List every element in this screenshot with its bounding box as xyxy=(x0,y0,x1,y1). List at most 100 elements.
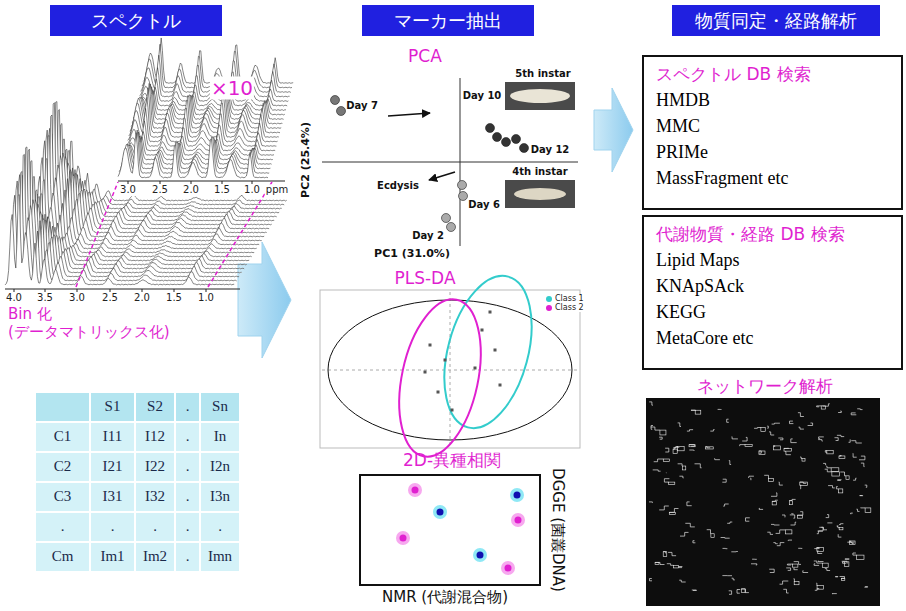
network-node xyxy=(785,530,792,534)
network-edge xyxy=(739,445,745,446)
larva-photo xyxy=(505,82,575,110)
network-node xyxy=(839,528,843,530)
network-edge xyxy=(752,559,757,560)
network-edge xyxy=(767,426,768,428)
class-ellipse xyxy=(429,266,547,437)
header-text: マーカー抽出 xyxy=(394,9,502,33)
network-node xyxy=(832,472,840,476)
network-edge xyxy=(818,527,823,531)
larva xyxy=(514,188,566,200)
grid-line xyxy=(322,370,578,371)
network-node xyxy=(817,548,824,552)
correlation-dot-core xyxy=(400,535,407,542)
network-edge xyxy=(836,487,838,489)
legend-row: Class 1 xyxy=(546,294,584,303)
network-edge xyxy=(710,430,714,432)
section-label: 2D-異種相関 xyxy=(403,451,501,471)
table-cell: Imn xyxy=(208,548,232,565)
network-bg xyxy=(646,398,880,606)
table-cell-bg xyxy=(175,422,200,452)
sample-point xyxy=(444,359,447,362)
database-name: Lipid Maps xyxy=(656,247,889,273)
network-edge xyxy=(687,430,693,431)
spectrum-fill xyxy=(128,109,278,142)
correlation-dot-core xyxy=(412,487,419,494)
network-edge xyxy=(769,569,774,572)
network-edge xyxy=(659,437,662,439)
axis-line xyxy=(5,289,240,290)
spectrum-fill xyxy=(30,180,259,245)
table-cell-bg xyxy=(90,512,135,542)
table-cell: I3n xyxy=(210,488,230,505)
table-cell-bg xyxy=(200,392,240,422)
network-edge xyxy=(689,445,694,447)
zoom-guide xyxy=(76,182,118,287)
network-edge xyxy=(790,421,794,424)
spectrum-trace xyxy=(126,121,276,147)
network-edge xyxy=(678,464,683,466)
sample-point xyxy=(499,384,502,387)
network-edge xyxy=(785,452,791,455)
network-node xyxy=(759,451,765,455)
network-edge xyxy=(754,427,761,429)
network-edge xyxy=(722,575,732,576)
network-edge xyxy=(838,479,842,481)
correlation-dot-core xyxy=(505,565,512,572)
network-edge xyxy=(853,553,857,555)
network-edge xyxy=(767,532,773,534)
table-cell-bg xyxy=(135,542,175,572)
axis-line xyxy=(118,181,285,182)
sample-point xyxy=(481,329,484,332)
network-edge xyxy=(837,527,839,528)
section-header: スペクトル xyxy=(50,5,222,36)
database-name: HMDB xyxy=(656,87,889,113)
network-edge xyxy=(751,564,757,565)
axis-title: PC1 (31.0%) xyxy=(374,248,450,261)
table-cell: S2 xyxy=(147,398,163,415)
table-cell: . xyxy=(61,518,65,535)
table-cell: . xyxy=(186,458,190,475)
database-name: PRIMe xyxy=(656,139,889,165)
plot-label: Day 12 xyxy=(531,144,570,156)
network-edge xyxy=(798,512,803,516)
network-edge xyxy=(808,423,813,426)
network-edge xyxy=(746,518,750,521)
table-cell: . xyxy=(111,518,115,535)
network-node xyxy=(865,508,871,512)
network-edge xyxy=(729,461,731,465)
section-label: ネットワーク解析 xyxy=(697,377,833,397)
table-cell: S1 xyxy=(105,398,121,415)
table-cell: Cm xyxy=(52,548,74,565)
network-node xyxy=(827,450,833,453)
spectrum-trace xyxy=(30,180,259,245)
table-cell-bg xyxy=(200,422,240,452)
database-name: MetaCore etc xyxy=(656,325,889,351)
network-edge xyxy=(851,513,853,515)
network-edge xyxy=(653,470,661,471)
database-name: MassFragment etc xyxy=(656,165,889,191)
correlation-dot xyxy=(433,505,447,519)
network-edge xyxy=(727,522,732,523)
network-node xyxy=(711,534,714,538)
network-node xyxy=(841,578,844,580)
axis-title: NMR (代謝混合物) xyxy=(382,589,508,606)
score-point xyxy=(493,133,502,142)
network-edge xyxy=(838,411,841,413)
network-edge xyxy=(668,552,676,555)
network-node xyxy=(741,589,745,593)
network-edge xyxy=(679,567,683,568)
network-edge xyxy=(861,507,866,508)
network-node xyxy=(773,446,780,450)
network-edge xyxy=(839,523,843,525)
score-point xyxy=(442,214,451,223)
network-node xyxy=(682,466,685,470)
network-node xyxy=(821,406,825,409)
table-cell: I22 xyxy=(145,458,165,475)
network-edge xyxy=(845,559,850,560)
legend-text: Class 2 xyxy=(555,303,584,312)
network-edge xyxy=(826,466,831,468)
plot-legend: Class 1Class 2 xyxy=(546,294,584,312)
network-edge xyxy=(798,548,802,549)
network-edge xyxy=(649,501,653,503)
correlation-dot-core xyxy=(437,509,444,516)
